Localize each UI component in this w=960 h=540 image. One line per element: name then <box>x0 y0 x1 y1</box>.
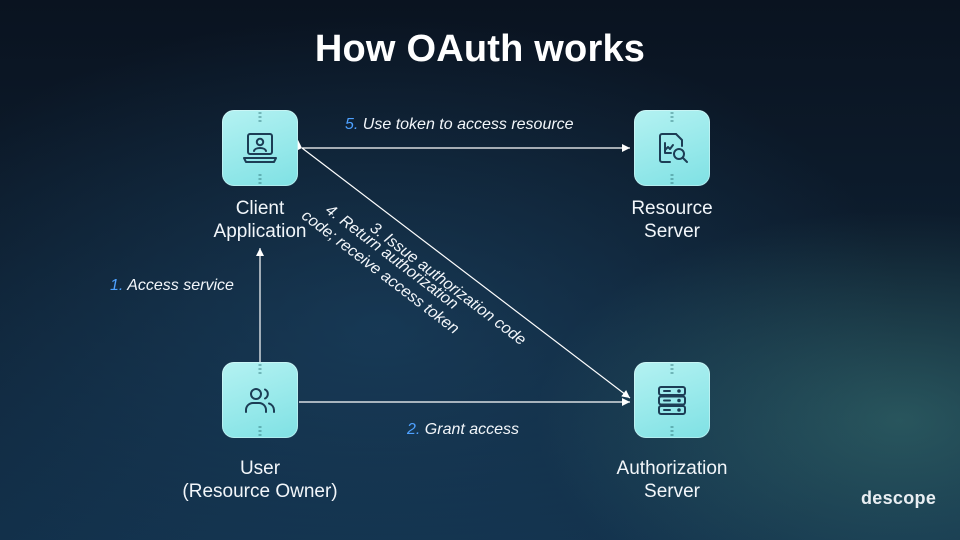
page-title: How OAuth works <box>314 28 646 70</box>
client-application-node <box>222 110 298 186</box>
users-icon <box>245 388 275 413</box>
descope-logo: descope <box>861 488 937 508</box>
step-5-label: 5. Use token to access resource <box>345 116 574 133</box>
user-label: User (Resource Owner) <box>182 458 338 502</box>
user-node <box>222 362 298 438</box>
authorization-server-label: Authorization Server <box>616 458 728 502</box>
arrow-auth-code <box>293 139 631 399</box>
laptop-user-icon <box>243 133 277 163</box>
file-search-icon <box>659 133 688 163</box>
authorization-server-node <box>634 362 710 438</box>
server-stack-icon <box>658 386 686 415</box>
resource-server-label: Resource Server <box>631 198 713 242</box>
step-2-label: 2. Grant access <box>407 421 520 438</box>
resource-server-node <box>634 110 710 186</box>
step-1-label: 1. Access service <box>110 277 234 294</box>
client-application-label: Client Application <box>213 198 307 242</box>
